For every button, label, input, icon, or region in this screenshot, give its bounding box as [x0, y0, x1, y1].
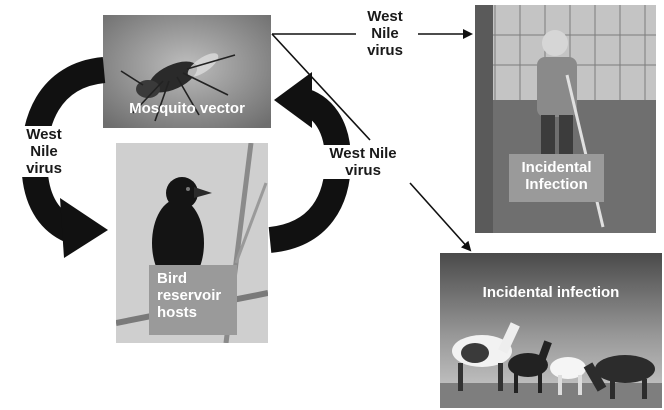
virus-label-left: West Nile virus: [14, 126, 74, 177]
human-caption-line-2: Infection: [525, 176, 588, 193]
virus-label-top-line-3: virus: [367, 42, 403, 59]
mosquito-caption: Mosquito vector: [129, 100, 245, 117]
arrow-to-horses: [271, 33, 472, 252]
virus-label-left-line-3: virus: [26, 160, 62, 177]
virus-label-right: West Nile virus: [318, 145, 408, 179]
virus-label-left-line-1: West: [26, 126, 62, 143]
human-caption-line-1: Incidental: [521, 159, 592, 176]
bird-caption: Bird reservoir hosts: [149, 265, 237, 335]
human-caption: Incidental Infection: [509, 154, 604, 202]
mosquito-photo: [103, 15, 271, 128]
virus-label-right-line-2: virus: [345, 162, 381, 179]
horse-photo: [440, 253, 662, 408]
virus-label-top-line-2: Nile: [371, 25, 399, 42]
bird-caption-line-1: Bird: [157, 270, 187, 287]
horse-caption: Incidental infection: [482, 284, 620, 301]
virus-label-top: West Nile virus: [352, 8, 418, 59]
bird-caption-line-3: hosts: [157, 304, 198, 321]
bird-caption-line-2: reservoir: [157, 287, 222, 304]
virus-label-top-line-1: West: [367, 8, 403, 25]
virus-label-right-line-1: West Nile: [329, 145, 397, 162]
virus-label-left-line-2: Nile: [30, 143, 58, 160]
